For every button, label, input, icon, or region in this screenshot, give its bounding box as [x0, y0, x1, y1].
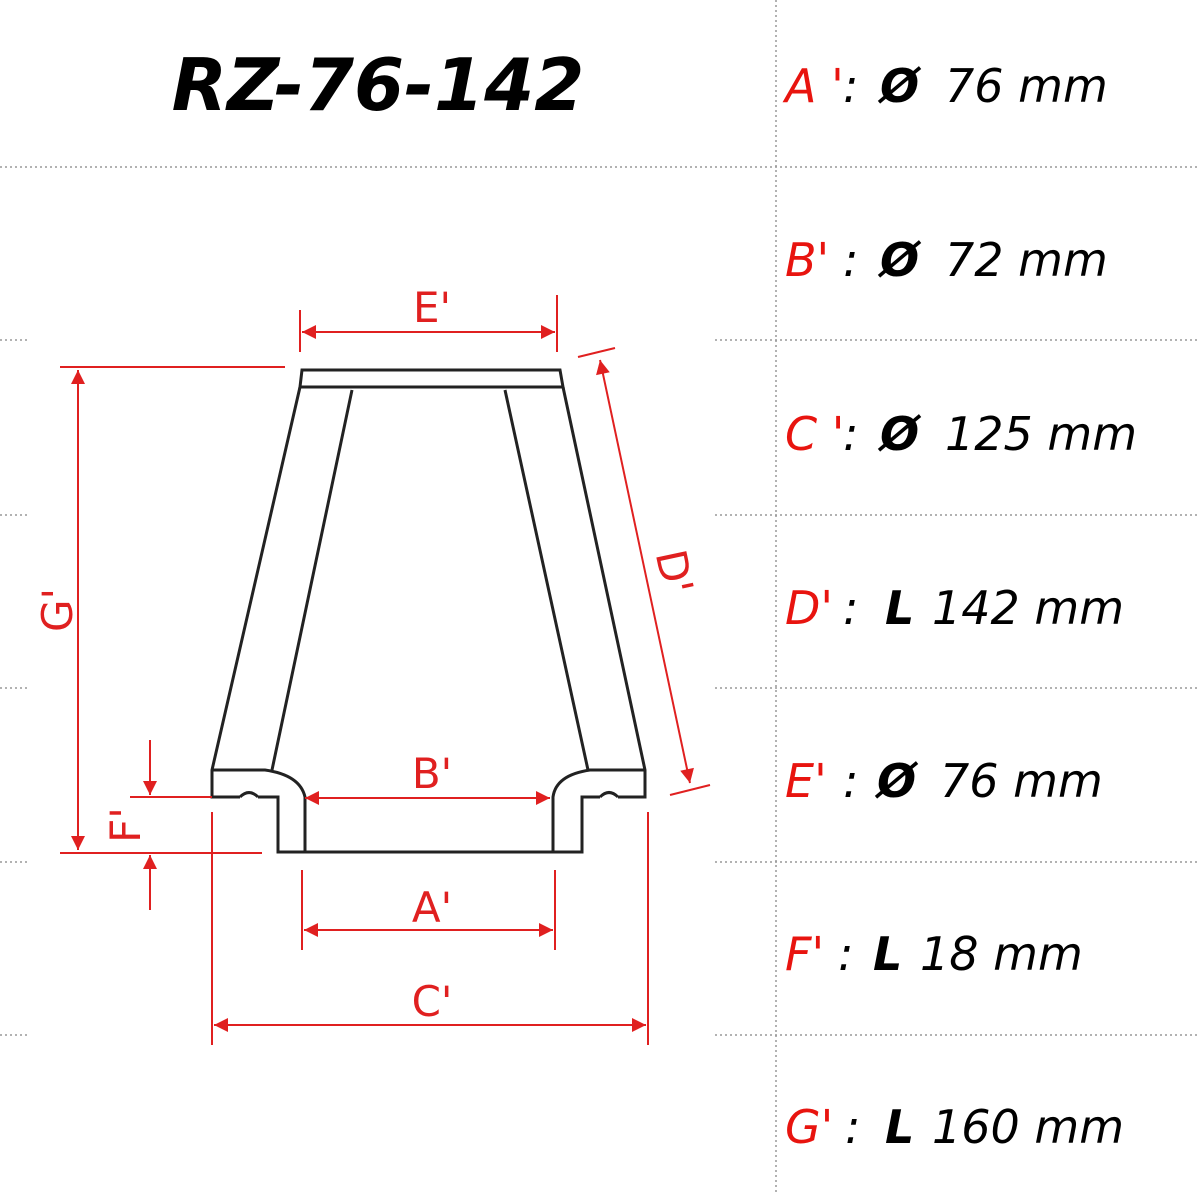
spec-row-g: G': L 160 mm — [785, 1100, 1124, 1154]
specs-1-symbol: Ø — [877, 233, 922, 287]
specs-5-value: 18 mm — [920, 927, 1083, 981]
spec-row-e: E': Ø 76 mm — [785, 754, 1103, 808]
specs-1-letter: B' — [785, 233, 829, 287]
specs-3-symbol: L — [885, 581, 914, 635]
spec-row-d: D': L 142 mm — [785, 581, 1124, 635]
specs-4-letter: E' — [785, 754, 827, 808]
colon: : — [843, 754, 859, 808]
specs-2-value: 125 mm — [945, 407, 1137, 461]
specs-4-value: 76 mm — [940, 754, 1103, 808]
spec-row-b: B': Ø 72 mm — [785, 233, 1108, 287]
specs-3-letter: D' — [785, 581, 833, 635]
reducer-drawing — [210, 368, 647, 854]
specs-0-letter: A ' — [782, 59, 844, 113]
label-c: C' — [412, 977, 453, 1026]
specs-0-symbol: Ø — [877, 59, 922, 113]
colon: : — [838, 927, 854, 981]
colon: : — [843, 59, 859, 113]
specs-2-letter: C ' — [785, 407, 844, 461]
spec-row-c: C ': Ø 125 mm — [785, 407, 1137, 461]
specs-6-symbol: L — [885, 1100, 914, 1154]
spec-row-f: F': L 18 mm — [785, 927, 1083, 981]
colon: : — [843, 581, 859, 635]
spec-row-a: A ': Ø 76 mm — [782, 59, 1108, 113]
colon: : — [845, 1100, 861, 1154]
specs-6-letter: G' — [785, 1100, 833, 1154]
label-f: F' — [101, 807, 150, 843]
colon: : — [843, 407, 859, 461]
specs-3-value: 142 mm — [932, 581, 1124, 635]
specs-6-value: 160 mm — [932, 1100, 1124, 1154]
label-d: D' — [646, 545, 703, 598]
specs-5-symbol: L — [873, 927, 902, 981]
product-title: RZ-76-142 — [172, 43, 585, 127]
dimension-lines — [60, 295, 711, 1045]
specs-2-symbol: Ø — [877, 407, 922, 461]
specs-0-value: 76 mm — [945, 59, 1108, 113]
colon: : — [843, 233, 859, 287]
specs-4-symbol: Ø — [874, 754, 919, 808]
label-e: E' — [413, 283, 451, 332]
label-g: G' — [33, 588, 82, 632]
label-b: B' — [412, 749, 452, 798]
specs-1-value: 72 mm — [945, 233, 1108, 287]
specs-5-letter: F' — [785, 927, 824, 981]
spec-list: A ': Ø 76 mm B': Ø 72 mm C ': Ø 125 mm D': L 142… — [782, 59, 1137, 1154]
label-a: A' — [412, 883, 452, 932]
